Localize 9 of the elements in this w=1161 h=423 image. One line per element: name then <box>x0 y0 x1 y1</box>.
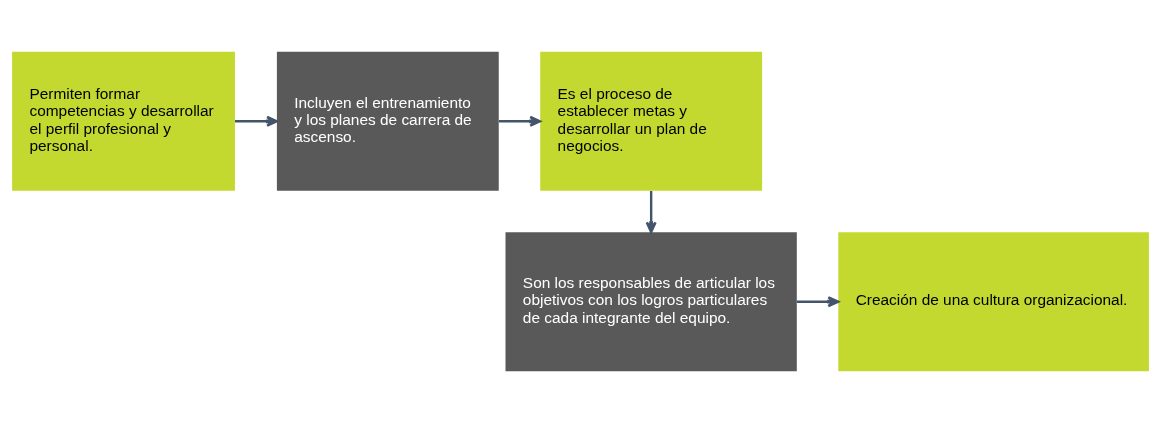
node-box: Creación de una cultura organizacional. <box>838 232 1149 372</box>
arrow <box>645 191 657 234</box>
arrow <box>796 296 840 308</box>
node-box: Son los responsables de articular los objetivos con los logros particulares de cada integrante del equipo. <box>505 232 797 372</box>
node-box: Permiten formar competencias y desarrollar el perfil profesional y personal. <box>12 51 235 191</box>
node-box: Es el proceso de establecer metas y desarrollar un plan de negocios. <box>540 51 763 191</box>
node-box: Incluyen el entrenamiento y los planes de carrera de ascenso. <box>276 51 499 191</box>
arrow <box>235 115 278 127</box>
arrow <box>498 115 542 127</box>
